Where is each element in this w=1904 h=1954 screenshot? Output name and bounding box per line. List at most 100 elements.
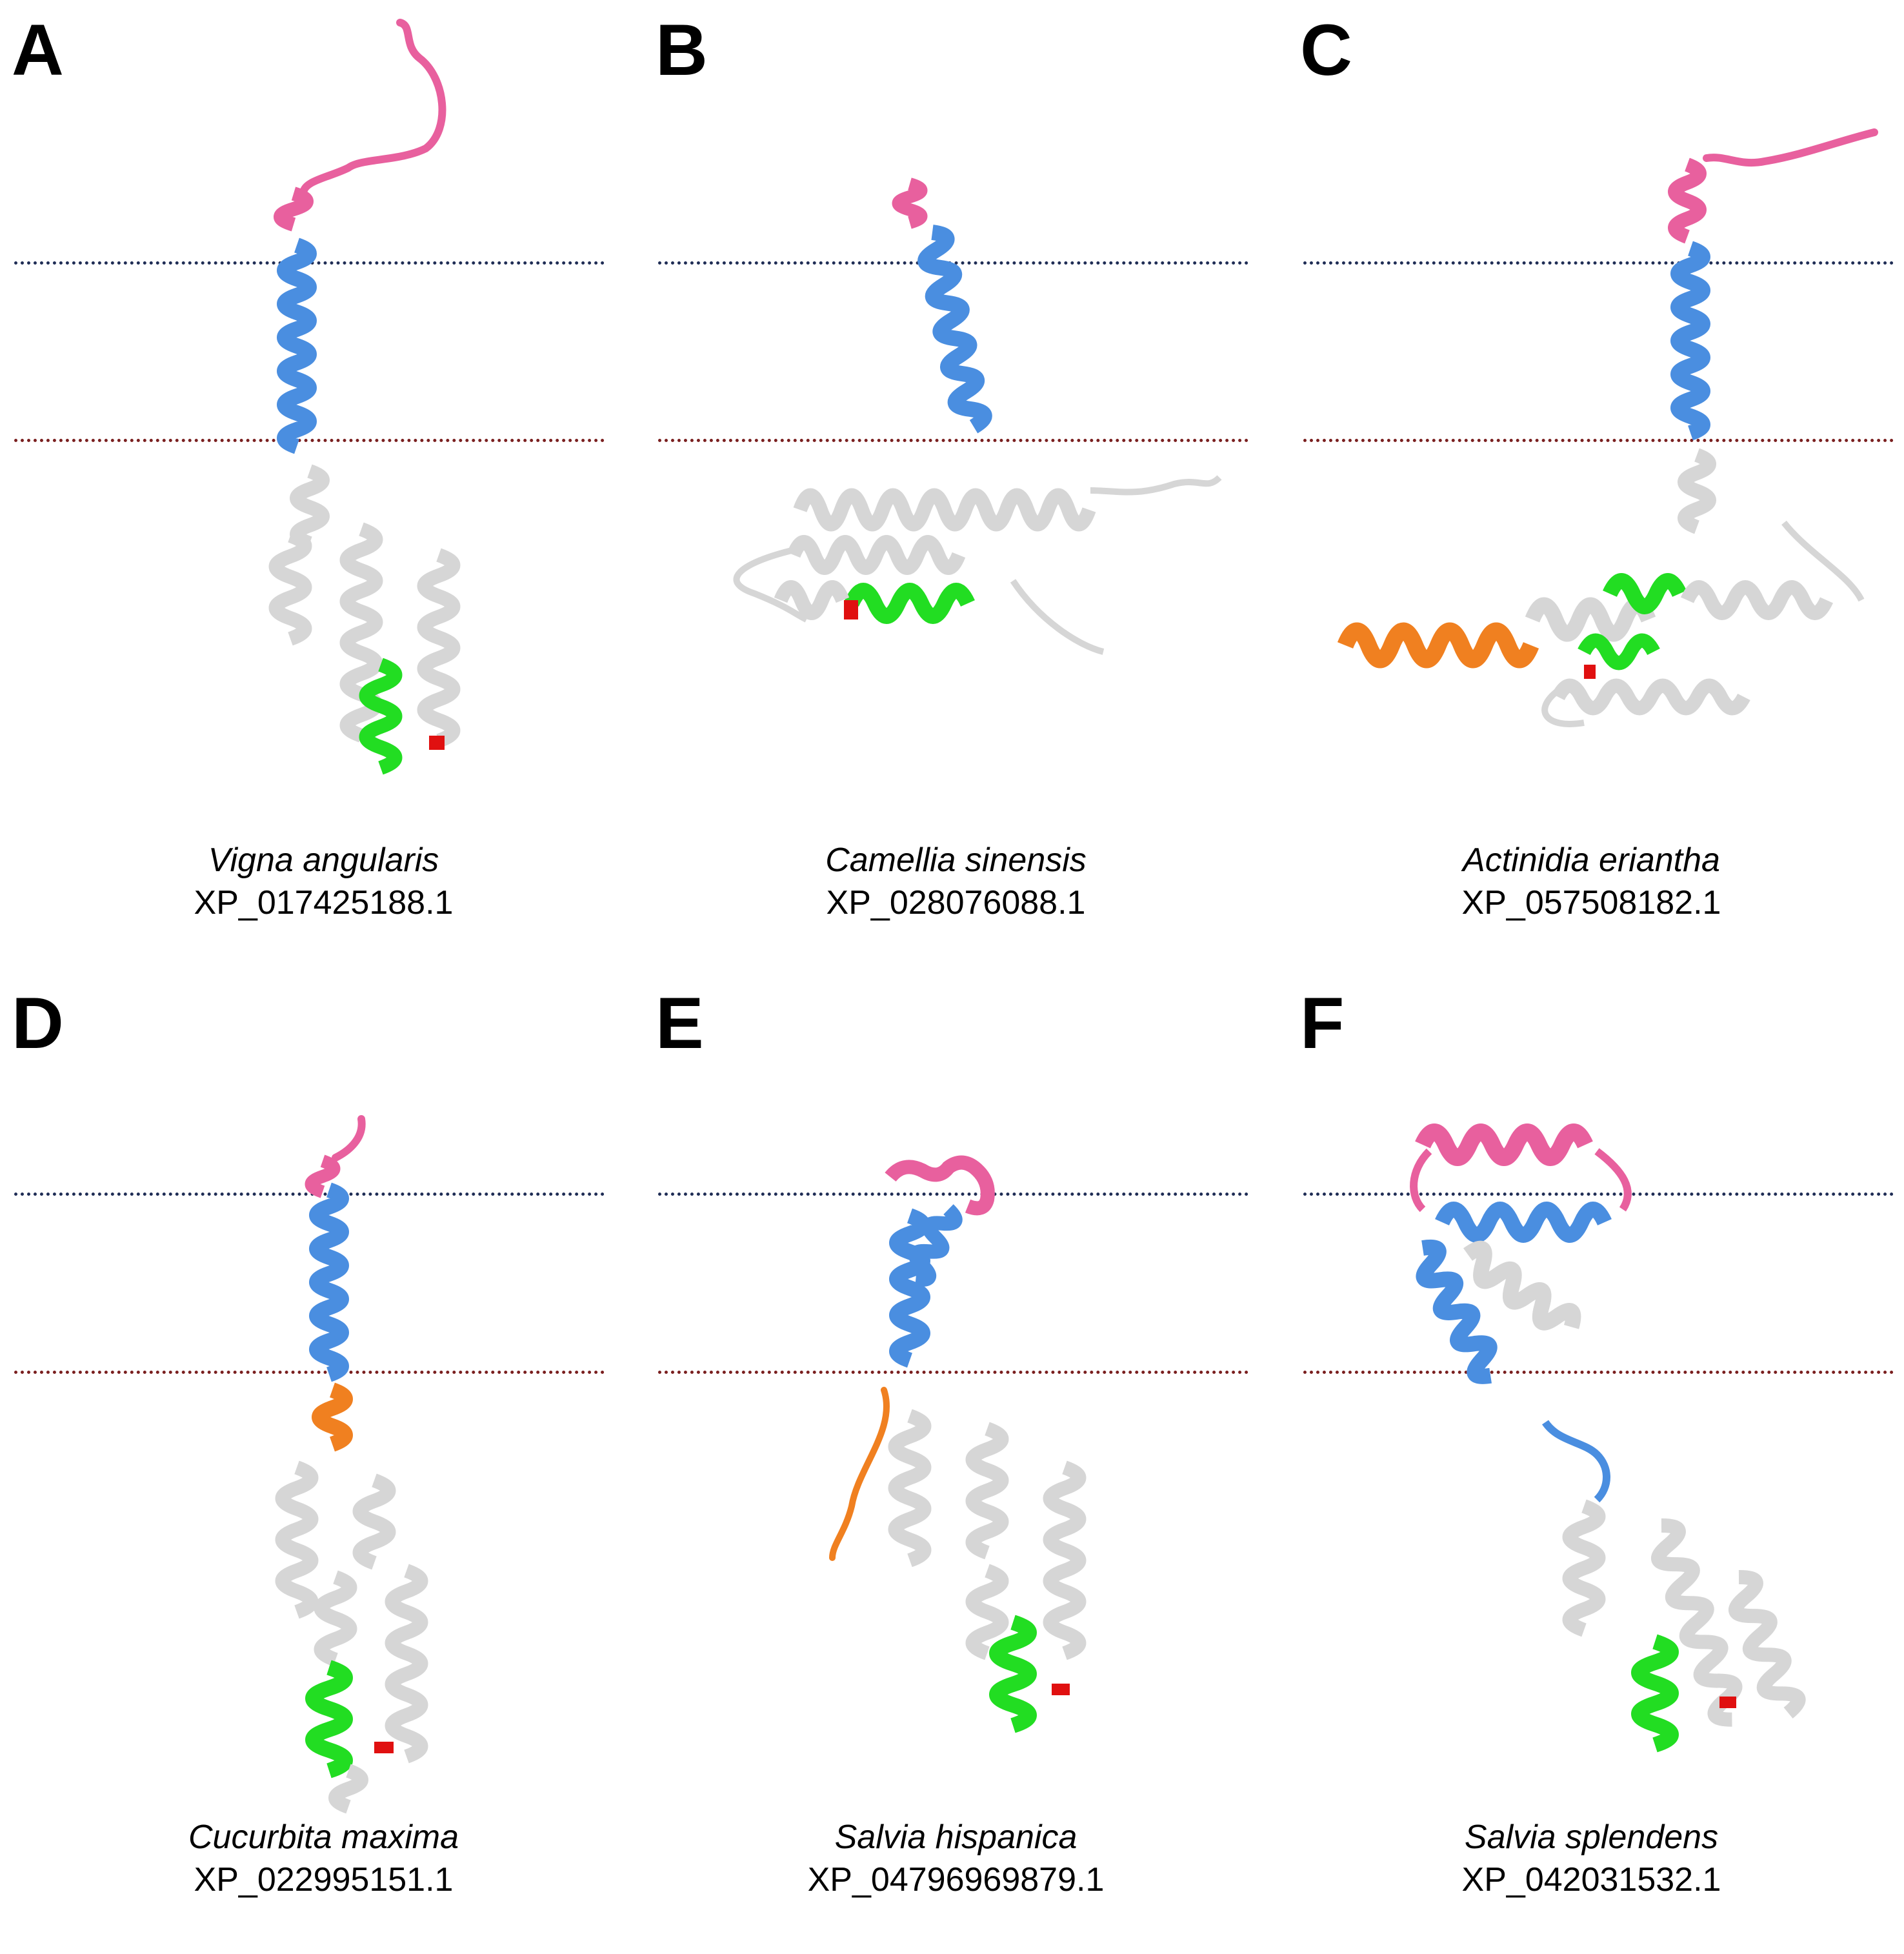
conserved-motif-helix xyxy=(359,658,403,775)
body-helix-top xyxy=(793,488,1096,532)
species-name: Vigna angularis xyxy=(208,841,439,879)
conserved-motif-helix xyxy=(845,583,975,624)
outer-membrane-line xyxy=(1303,261,1894,265)
transmembrane-helix-top xyxy=(1435,1202,1612,1243)
loop-right xyxy=(1090,475,1222,496)
n-terminal-tail xyxy=(299,19,446,197)
protein-structure-d xyxy=(275,1115,428,1814)
inner-membrane-line xyxy=(14,439,605,442)
transmembrane-helix xyxy=(309,1182,349,1382)
protein-structure-e xyxy=(829,1155,1087,1733)
panel-b: B Camellia sinensis XP_028076088.1 xyxy=(639,0,1273,977)
loop-bottom xyxy=(1541,688,1585,727)
inner-membrane-line xyxy=(14,1371,605,1374)
caption-d: Cucurbita maxima XP_022995151.1 xyxy=(6,1816,641,1901)
caption-b: Camellia sinensis XP_028076088.1 xyxy=(639,839,1273,924)
body-helix-2 xyxy=(1651,1518,1743,1727)
body-helix-2 xyxy=(352,1473,396,1570)
body-helix-3 xyxy=(1043,1460,1087,1660)
n-terminal-tail xyxy=(332,1115,366,1162)
loop-right xyxy=(1781,520,1865,602)
n-terminal-helix xyxy=(274,186,314,232)
n-terminal-loop-right xyxy=(1594,1148,1632,1212)
accession-number: XP_04796969879.1 xyxy=(807,1861,1105,1899)
transmembrane-helix-diagonal xyxy=(1416,1240,1498,1384)
panel-letter: B xyxy=(656,10,708,90)
panel-c: C Actinidia eriantha XP_057508182.1 xyxy=(1274,0,1904,977)
protein-structure-f xyxy=(1410,1123,1806,1753)
accession-number: XP_017425188.1 xyxy=(194,884,454,922)
panel-e: E Salvia hispanica XP_04796969879.1 xyxy=(639,977,1273,1954)
body-helix-1 xyxy=(888,1409,932,1567)
species-name: Salvia splendens xyxy=(1464,1818,1719,1856)
caption-c: Actinidia eriantha XP_057508182.1 xyxy=(1274,839,1904,924)
inner-membrane-line xyxy=(658,1371,1248,1374)
transmembrane-tail xyxy=(1542,1420,1610,1503)
panel-letter: D xyxy=(12,983,64,1063)
body-helix-right xyxy=(1680,580,1834,620)
loop-left xyxy=(733,545,808,623)
inner-membrane-line xyxy=(658,439,1248,442)
n-terminal-helix xyxy=(305,1154,341,1198)
panel-f: F Salvia splendens XP_042031532.1 xyxy=(1274,977,1904,1954)
body-helix-4 xyxy=(417,548,461,748)
n-terminal-loop xyxy=(885,1155,995,1216)
body-helix-diagonal xyxy=(1463,1240,1581,1331)
outer-membrane-line xyxy=(14,1193,605,1196)
conserved-motif-helix xyxy=(1631,1634,1679,1753)
protein-structure-b xyxy=(733,177,1222,655)
body-helix-vertical xyxy=(1678,448,1716,534)
n-terminal-helix xyxy=(1415,1123,1593,1166)
body-helix-1 xyxy=(275,1460,319,1619)
outer-membrane-line xyxy=(1303,1193,1894,1196)
body-helix-2 xyxy=(268,529,312,646)
panel-letter: F xyxy=(1300,983,1345,1063)
caption-f: Salvia splendens XP_042031532.1 xyxy=(1274,1816,1904,1901)
body-helix-middle xyxy=(787,535,966,575)
key-residue xyxy=(429,736,445,750)
body-helix-lower xyxy=(1552,678,1750,716)
key-residue xyxy=(1052,1684,1070,1695)
panel-d: D Cucurbita maxima XP_022995151.1 xyxy=(0,977,634,1954)
body-helix-5 xyxy=(328,1764,368,1814)
transmembrane-helix xyxy=(917,225,992,434)
linker-helix xyxy=(1337,622,1539,669)
protein-structure-a xyxy=(268,19,461,775)
body-helix-1 xyxy=(1525,597,1656,642)
n-terminal-loop-left xyxy=(1410,1148,1432,1213)
inner-membrane-line xyxy=(1303,1371,1894,1374)
protein-structure-c xyxy=(1337,128,1878,727)
transmembrane-helix xyxy=(277,237,317,454)
body-helix-1 xyxy=(1562,1499,1606,1637)
body-helix-4 xyxy=(314,1570,357,1667)
conserved-motif-helix xyxy=(989,1615,1037,1733)
caption-e: Salvia hispanica XP_04796969879.1 xyxy=(639,1816,1273,1901)
transmembrane-helix-2 xyxy=(908,1204,963,1287)
accession-number: XP_057508182.1 xyxy=(1461,884,1721,922)
caption-a: Vigna angularis XP_017425188.1 xyxy=(6,839,641,924)
body-helix-2 xyxy=(965,1422,1009,1560)
n-terminal-tail xyxy=(1703,128,1878,167)
transmembrane-helix-1 xyxy=(889,1208,930,1368)
outer-membrane-line xyxy=(658,1193,1248,1196)
transmembrane-helix xyxy=(1670,241,1710,441)
species-name: Actinidia eriantha xyxy=(1463,841,1720,879)
species-name: Salvia hispanica xyxy=(834,1818,1077,1856)
species-name: Cucurbita maxima xyxy=(188,1818,459,1856)
conserved-motif-helix xyxy=(1603,573,1687,614)
body-helix-bottom xyxy=(774,580,850,620)
conserved-motif-helix-2 xyxy=(1578,633,1660,670)
key-residue xyxy=(1719,1697,1736,1708)
n-terminal-helix xyxy=(1668,157,1707,244)
inner-membrane-line xyxy=(1303,439,1894,442)
species-name: Camellia sinensis xyxy=(825,841,1087,879)
accession-number: XP_028076088.1 xyxy=(826,884,1086,922)
body-helix-3 xyxy=(1729,1569,1806,1718)
key-residue xyxy=(844,600,858,619)
conserved-motif-helix xyxy=(305,1660,353,1778)
body-helix-4 xyxy=(965,1564,1009,1660)
linker-helix xyxy=(312,1382,353,1452)
loop-bottom xyxy=(1010,579,1105,655)
panel-letter: E xyxy=(656,983,704,1063)
n-terminal-helix xyxy=(892,177,928,229)
